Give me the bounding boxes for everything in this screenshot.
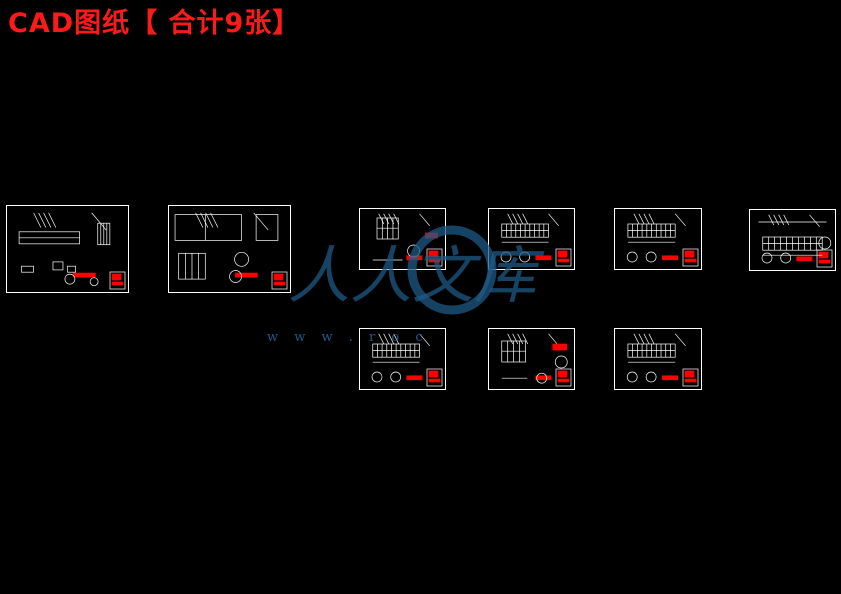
cad-sheet-5[interactable] (614, 208, 702, 270)
cad-sheet-2[interactable] (168, 205, 291, 293)
cad-sheet-3[interactable] (359, 208, 446, 270)
cad-sheet-7[interactable] (359, 328, 446, 390)
sheet-drawing (626, 333, 699, 387)
cad-sheet-9[interactable] (614, 328, 702, 390)
sheet-drawing (372, 213, 443, 267)
sheet-drawing (500, 213, 572, 267)
sheet-drawing (501, 333, 572, 387)
sheet-drawing (626, 213, 699, 267)
sheet-drawing (758, 214, 833, 268)
cad-sheet-4[interactable] (488, 208, 575, 270)
cad-sheet-6[interactable] (749, 209, 836, 271)
cad-sheet-8[interactable] (488, 328, 575, 390)
page-title: CAD图纸【 合计9张】 (8, 8, 301, 39)
sheet-drawing (174, 212, 288, 290)
sheet-drawing (18, 212, 126, 290)
sheet-drawing (371, 333, 443, 387)
cad-sheet-1[interactable] (6, 205, 129, 293)
